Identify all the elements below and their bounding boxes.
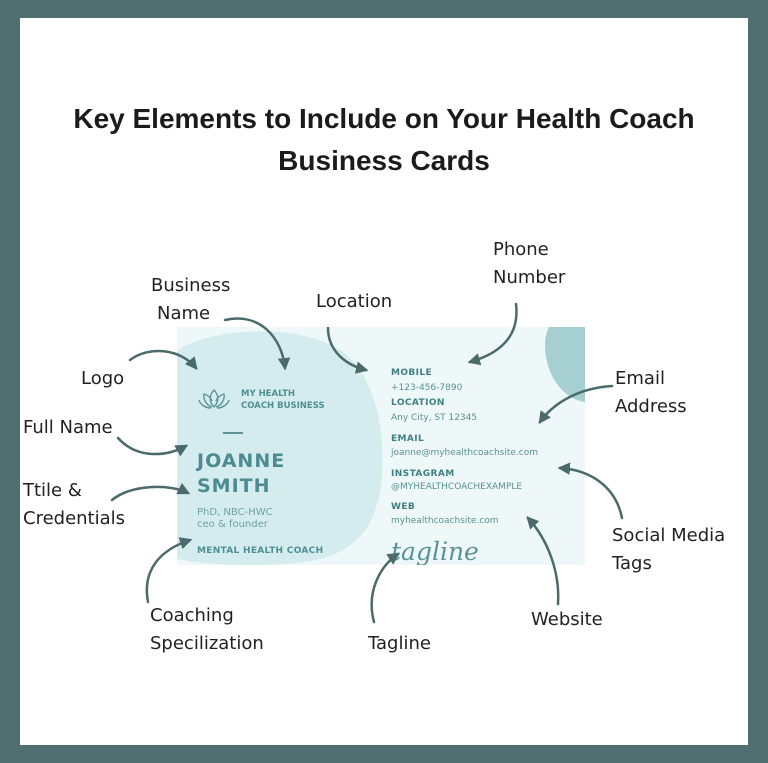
card-location-label: LOCATION xyxy=(391,398,445,408)
card-instagram-label: INSTAGRAM xyxy=(391,469,455,479)
label-credentials-line-2: Credentials xyxy=(23,508,126,529)
business-card: MY HEALTH COACH BUSINESS JOANNE SMITH Ph… xyxy=(177,327,585,565)
label-full-name: Full Name xyxy=(23,417,113,438)
label-phone-line-2: Number xyxy=(493,267,566,288)
label-website: Website xyxy=(531,609,603,630)
card-name-line-1: JOANNE xyxy=(197,450,286,472)
logo-arrow xyxy=(128,349,198,370)
label-social-line-2: Tags xyxy=(612,553,652,574)
card-mobile-value: +123-456-7890 xyxy=(391,383,463,393)
card-business-name-line-1: MY HEALTH xyxy=(241,389,295,399)
card-email-label: EMAIL xyxy=(391,434,425,444)
card-location-value: Any City, ST 12345 xyxy=(391,413,478,423)
label-logo: Logo xyxy=(81,368,125,389)
website-arrow xyxy=(526,516,560,606)
full-name-arrow xyxy=(116,436,189,457)
phone-number-arrow xyxy=(467,302,518,366)
business-name-arrow xyxy=(223,317,291,371)
card-instagram-value: @MYHEALTHCOACHEXAMPLE xyxy=(391,482,523,492)
title-line-2: Business Cards xyxy=(278,145,490,176)
annotation-arrows xyxy=(110,302,624,624)
card-web-label: WEB xyxy=(391,502,416,512)
card-business-name-line-2: COACH BUSINESS xyxy=(241,401,325,411)
card-name-line-2: SMITH xyxy=(197,475,271,497)
credentials-arrow xyxy=(110,482,191,502)
card-email-value: joanne@myhealthcoachsite.com xyxy=(391,448,539,458)
card-divider xyxy=(223,432,243,434)
label-email-line-1: Email xyxy=(615,368,665,389)
label-location: Location xyxy=(316,291,393,312)
label-email-line-2: Address xyxy=(615,396,687,417)
email-address-arrow xyxy=(538,384,614,425)
infographic-frame: Key Elements to Include on Your Health C… xyxy=(20,18,748,745)
label-business-name-line-2: Name xyxy=(157,303,211,324)
card-web-value: myhealthcoachsite.com xyxy=(391,516,499,526)
tagline-arrow xyxy=(370,552,401,624)
card-mobile-label: MOBILE xyxy=(391,368,433,378)
lotus-logo-icon xyxy=(198,389,230,409)
title-line-1: Key Elements to Include on Your Health C… xyxy=(73,103,695,134)
card-background-shapes xyxy=(177,327,585,565)
card-accent-shape xyxy=(545,327,585,402)
label-social-line-1: Social Media xyxy=(612,525,726,546)
card-blob xyxy=(177,331,383,565)
label-credentials-line-1: Ttile & xyxy=(23,480,82,501)
social-media-tags-arrow xyxy=(557,462,624,520)
label-tagline: Tagline xyxy=(368,633,431,654)
label-business-name-line-1: Business xyxy=(151,275,231,296)
label-phone-line-1: Phone xyxy=(493,239,549,260)
label-specialization-line-1: Coaching xyxy=(150,605,234,626)
card-credentials-line-1: PhD, NBC-HWC xyxy=(197,507,273,518)
location-arrow xyxy=(326,326,369,374)
card-tagline: tagline xyxy=(391,537,479,565)
specialization-arrow xyxy=(145,537,193,604)
card-specialization: MENTAL HEALTH COACH xyxy=(197,546,324,556)
label-specialization-line-2: Specilization xyxy=(150,633,264,654)
card-credentials-line-2: ceo & founder xyxy=(197,519,268,530)
